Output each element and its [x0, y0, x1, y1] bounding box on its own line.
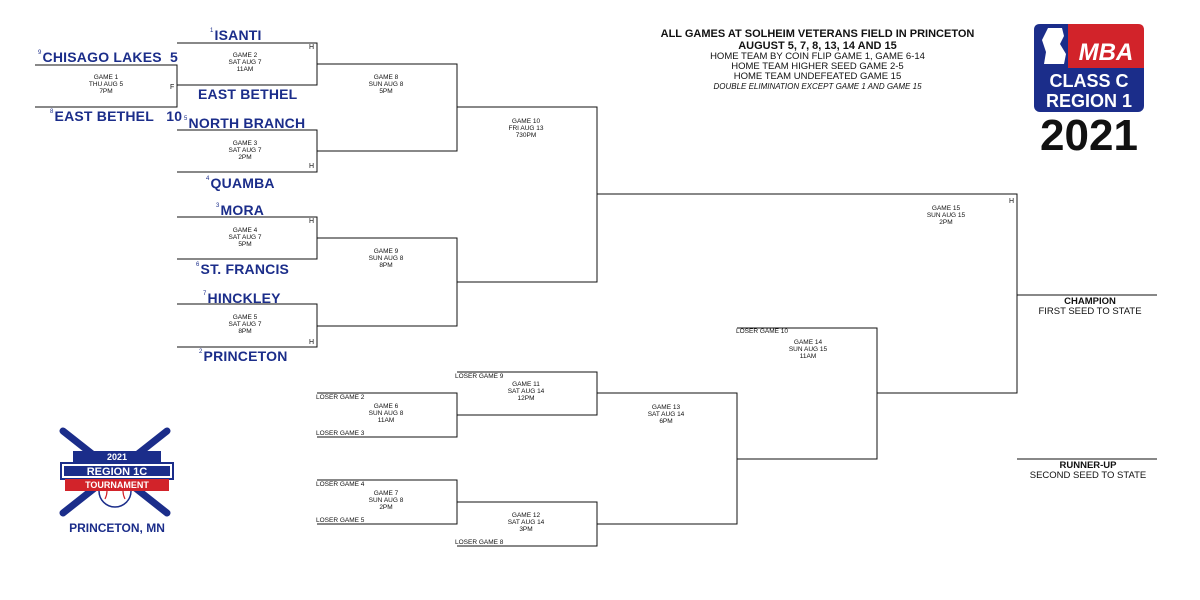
tournament-word: TOURNAMENT [85, 480, 149, 490]
champion-block: CHAMPION FIRST SEED TO STATE [1010, 297, 1170, 317]
mba-logo: MBA CLASS C REGION 1 [1034, 24, 1144, 117]
home-marker-game-4: H [309, 218, 315, 225]
home-marker-game-5: H [309, 339, 315, 346]
mba-region-text: REGION 1 [1046, 91, 1132, 111]
home-marker-game-2: H [309, 44, 315, 51]
runnerup-label: RUNNER-UP [1059, 460, 1117, 471]
mba-class-text: CLASS C [1049, 71, 1128, 91]
mba-brand-text: MBA [1079, 39, 1134, 66]
loser-game-2-label: LOSER GAME 2 [316, 394, 365, 401]
team-north-branch: 5NORTH BRANCH [184, 115, 306, 131]
final-marker-game-1: F [170, 84, 175, 91]
runnerup-block: RUNNER-UP SECOND SEED TO STATE [1008, 461, 1168, 481]
loser-game-8-label: LOSER GAME 8 [455, 539, 504, 546]
header-line-4: HOME TEAM HIGHER SEED GAME 2-5 [731, 61, 904, 72]
header-line-5: HOME TEAM UNDEFEATED GAME 15 [733, 71, 902, 82]
loser-game-3-label: LOSER GAME 3 [316, 430, 365, 437]
home-marker-game-15: H [1009, 198, 1015, 205]
tournament-region: REGION 1C [87, 466, 148, 478]
loser-game-5-label: LOSER GAME 5 [316, 517, 365, 524]
team-east-bethel-g2: EAST BETHEL [198, 86, 298, 102]
loser-game-9-label: LOSER GAME 9 [455, 373, 504, 380]
team-hinckley: 7HINCKLEY [203, 290, 281, 306]
champion-sub: FIRST SEED TO STATE [1038, 306, 1142, 317]
home-marker-game-3: H [309, 163, 315, 170]
team-princeton: 2PRINCETON [199, 348, 288, 364]
team-isanti: 1ISANTI [210, 27, 262, 43]
game-1-bracket [35, 64, 178, 108]
loser-game-4-label: LOSER GAME 4 [316, 481, 365, 488]
header-line-2: AUGUST 5, 7, 8, 13, 14 AND 15 [738, 40, 897, 52]
header-line-6: DOUBLE ELIMINATION EXCEPT GAME 1 AND GAM… [713, 82, 922, 91]
champion-label: CHAMPION [1064, 296, 1116, 307]
tournament-city: PRINCETON, MN [69, 521, 165, 535]
team-st-francis: 6ST. FRANCIS [196, 261, 290, 277]
chisago-score: 5 [170, 49, 179, 65]
east-bethel-score: 10 [166, 108, 183, 124]
header-block: ALL GAMES AT SOLHEIM VETERANS FIELD IN P… [640, 28, 995, 92]
header-line-3: HOME TEAM BY COIN FLIP GAME 1, GAME 6-14 [710, 51, 925, 62]
mba-logo-graphic: MBA CLASS C REGION 1 [1034, 24, 1144, 112]
team-quamba: 4QUAMBA [206, 175, 275, 191]
mba-year: 2021 [1040, 111, 1138, 160]
loser-game-10-label: LOSER GAME 10 [736, 328, 789, 335]
tournament-logo-graphic: 2021 REGION 1C TOURNAMENT [59, 427, 174, 517]
team-mora: 3MORA [216, 202, 265, 218]
tournament-logo: 2021 REGION 1C TOURNAMENT [55, 425, 180, 525]
team-chisago-lakes: 9CHISAGO LAKES 5 [38, 49, 179, 65]
team-east-bethel: 8EAST BETHEL 10 [50, 108, 183, 124]
game-14-bracket [737, 327, 878, 460]
header-line-1: ALL GAMES AT SOLHEIM VETERANS FIELD IN P… [660, 28, 975, 40]
game-15-bracket [597, 193, 1018, 394]
runnerup-sub: SECOND SEED TO STATE [1029, 470, 1147, 481]
tournament-year: 2021 [107, 452, 127, 462]
